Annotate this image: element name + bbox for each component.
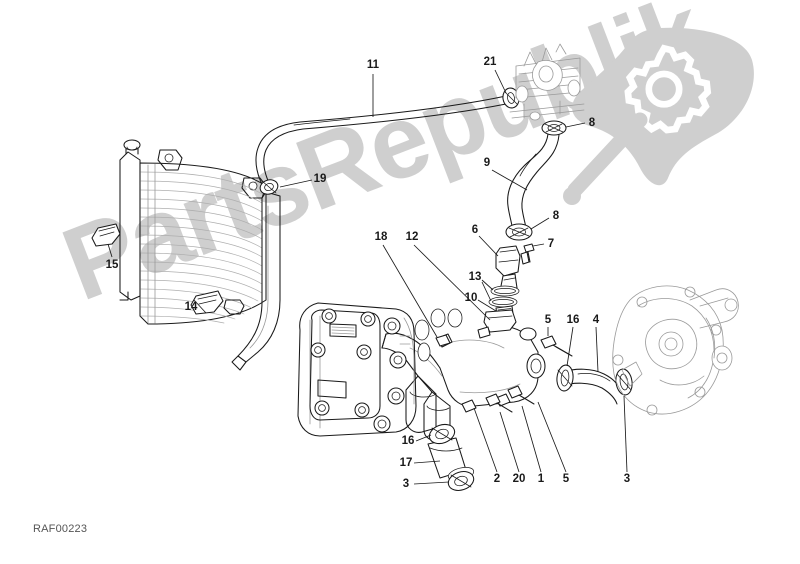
callout-18: 18 <box>374 231 388 243</box>
coolant-hose-9 <box>507 133 560 229</box>
callout-12: 12 <box>405 231 419 243</box>
callout-3-left: 3 <box>402 478 410 490</box>
watermark-badge <box>563 27 754 205</box>
callout-1: 1 <box>537 473 545 485</box>
callout-15: 15 <box>105 259 119 271</box>
rubber-mount-15 <box>91 223 121 247</box>
hose-clamp-8-lower <box>505 223 533 241</box>
expansion-tank <box>509 43 585 121</box>
water-pump-cover <box>612 285 739 416</box>
callout-11: 11 <box>366 59 380 71</box>
hose-clamp-16-lower <box>428 423 456 445</box>
water-union-manifold <box>381 309 546 441</box>
callout-6: 6 <box>471 224 479 236</box>
callout-14: 14 <box>184 301 198 313</box>
hose-clamp-19 <box>259 179 279 195</box>
hose-clamp-3-lower <box>447 471 475 491</box>
callout-16-lower: 16 <box>401 435 415 447</box>
callout-9: 9 <box>483 157 491 169</box>
callout-7: 7 <box>547 238 555 250</box>
bolt-5-upper <box>540 335 573 357</box>
callout-16-upper: 16 <box>566 314 580 326</box>
callout-5-upper: 5 <box>544 314 552 326</box>
callout-2: 2 <box>493 473 501 485</box>
hose-clamp-pump-end <box>615 368 633 396</box>
bolt-1 <box>507 385 535 405</box>
bolt-7 <box>523 243 535 263</box>
callout-20: 20 <box>512 473 526 485</box>
callout-5-lower: 5 <box>562 473 570 485</box>
reference-code: RAF00223 <box>33 523 88 535</box>
callout-3-right: 3 <box>623 473 631 485</box>
callout-8-lower: 8 <box>552 210 560 222</box>
rubber-mount-14 <box>190 290 224 315</box>
callout-10: 10 <box>464 292 478 304</box>
upper-coolant-hose-11 <box>255 95 507 191</box>
callout-4: 4 <box>592 314 600 326</box>
o-ring-13-upper <box>490 285 520 297</box>
callout-13: 13 <box>468 271 482 283</box>
thermostat-housing-6 <box>495 245 530 293</box>
callout-leaders <box>107 69 628 485</box>
hose-clamp-8-upper <box>541 120 567 136</box>
callout-8-upper: 8 <box>588 117 596 129</box>
callout-21: 21 <box>483 56 497 68</box>
cylinder-head <box>297 302 463 437</box>
radiator <box>119 139 281 371</box>
callout-17: 17 <box>399 457 413 469</box>
o-ring-13-lower <box>488 296 518 308</box>
hose-clamp-16-right <box>556 364 574 392</box>
bolt-20 <box>485 393 513 413</box>
callout-19: 19 <box>313 173 327 185</box>
